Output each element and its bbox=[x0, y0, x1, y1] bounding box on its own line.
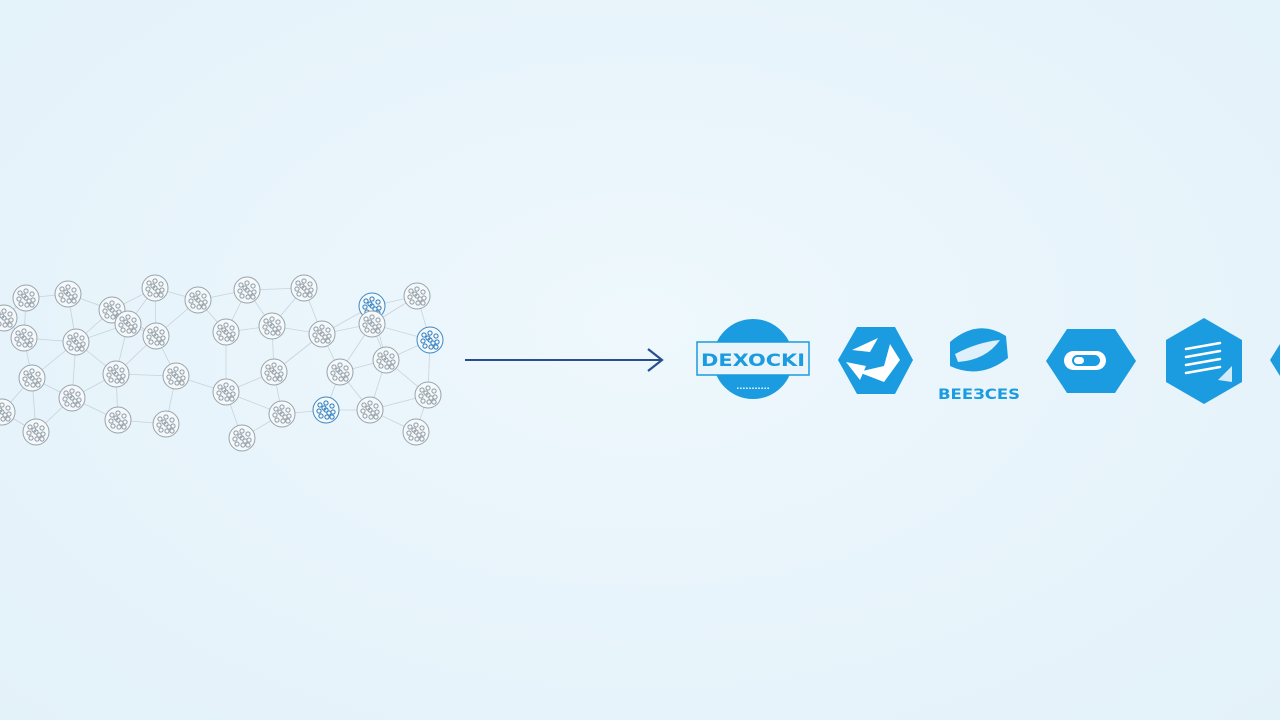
molecule-cluster-icon bbox=[268, 400, 296, 428]
molecule-cluster-icon bbox=[62, 328, 90, 356]
molecule-cluster-icon bbox=[212, 378, 240, 406]
molecule-cluster-icon bbox=[416, 326, 444, 354]
molecule-cluster-icon bbox=[372, 346, 400, 374]
molecule-cluster-icon bbox=[212, 318, 240, 346]
circle-badge-logo: DEXOCKI ........... bbox=[696, 319, 810, 399]
molecule-cluster-icon bbox=[312, 396, 340, 424]
hexagon-stripes-logo bbox=[1166, 318, 1242, 404]
molecule-cluster-icon bbox=[290, 274, 318, 302]
molecule-cluster-icon bbox=[233, 276, 261, 304]
right-arrow-icon bbox=[465, 348, 664, 372]
shield-wing-logo: ВЕЕЗСЕS bbox=[938, 328, 1020, 403]
molecule-cluster-icon bbox=[184, 286, 212, 314]
molecule-cluster-icon bbox=[58, 384, 86, 412]
molecule-cluster-icon bbox=[228, 424, 256, 452]
molecule-cluster-icon bbox=[402, 418, 430, 446]
badge-subtext: ........... bbox=[736, 382, 769, 391]
badge-text: DEXOCKI bbox=[701, 351, 805, 371]
molecule-cluster-icon bbox=[358, 310, 386, 338]
hexagon-capsule-logo bbox=[1046, 329, 1136, 393]
molecule-cluster-icon bbox=[141, 274, 169, 302]
molecule-cluster-icon bbox=[22, 418, 50, 446]
molecule-cluster-icon bbox=[0, 398, 16, 426]
network-nodes bbox=[0, 274, 444, 452]
hexagon-swirl-logo bbox=[838, 327, 913, 394]
molecule-cluster-icon bbox=[258, 312, 286, 340]
partial-hexagon-logo bbox=[1270, 344, 1280, 376]
molecule-cluster-icon bbox=[356, 396, 384, 424]
molecule-cluster-icon bbox=[403, 282, 431, 310]
shield-logo-text: ВЕЕЗСЕS bbox=[938, 387, 1020, 403]
molecule-cluster-icon bbox=[142, 322, 170, 350]
molecule-cluster-icon bbox=[102, 360, 130, 388]
molecule-cluster-icon bbox=[104, 406, 132, 434]
molecule-cluster-icon bbox=[10, 324, 38, 352]
molecule-cluster-icon bbox=[114, 310, 142, 338]
molecule-cluster-icon bbox=[308, 320, 336, 348]
molecule-cluster-icon bbox=[152, 410, 180, 438]
molecule-cluster-icon bbox=[54, 280, 82, 308]
molecule-cluster-icon bbox=[326, 358, 354, 386]
molecule-cluster-icon bbox=[0, 304, 18, 332]
molecule-cluster-icon bbox=[162, 362, 190, 390]
molecule-cluster-icon bbox=[12, 284, 40, 312]
molecule-cluster-icon bbox=[414, 381, 442, 409]
molecule-cluster-icon bbox=[260, 358, 288, 386]
molecule-cluster-icon bbox=[18, 364, 46, 392]
